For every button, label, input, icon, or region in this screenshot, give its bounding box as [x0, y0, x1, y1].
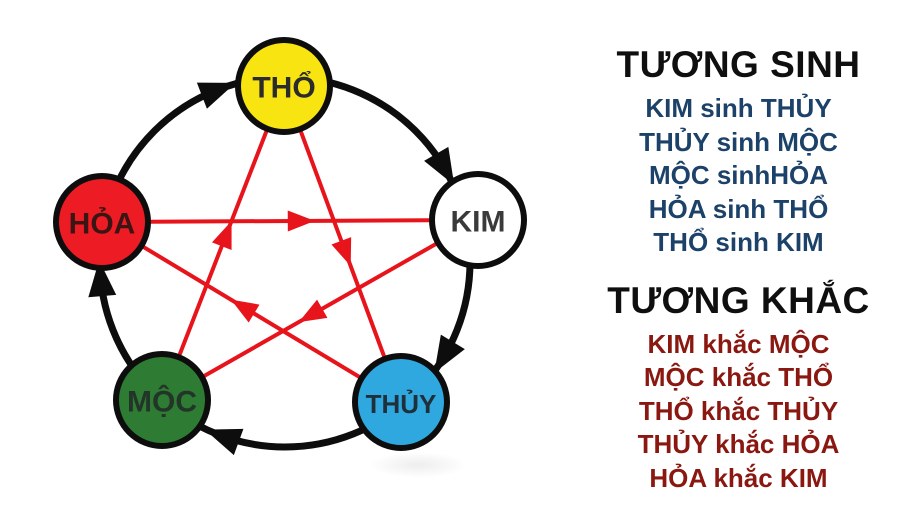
sinh-rule: HỎA sinh THỔ [648, 193, 829, 224]
khac-arrowhead-HOA-KIM [287, 210, 315, 232]
node-label-hoa: HỎA [69, 207, 136, 241]
sinh-arrowhead-to-HOA [88, 260, 117, 298]
khac-arrowhead-THUY-HOA [230, 299, 260, 323]
tuong-sinh-section: TƯƠNG SINH KIM sinh THỦY THỦY sinh MỘC M… [565, 44, 912, 260]
sinh-arrowhead-to-MOC [204, 428, 244, 456]
tuong-khac-title: TƯƠNG KHẮC [607, 279, 870, 321]
node-label-kim: KIM [451, 206, 506, 239]
sinh-arrowhead-to-THUY [434, 334, 465, 373]
sinh-rule: THỦY sinh MỘC [639, 126, 838, 157]
legend-panel: TƯƠNG SINH KIM sinh THỦY THỦY sinh MỘC M… [565, 0, 912, 513]
node-label-moc: MỘC [127, 385, 197, 419]
node-label-thuy: THỦY [366, 388, 437, 419]
tuong-khac-list: KIM khắc MỘC MỘC khắc THỔ THỔ khắc THỦY … [565, 328, 912, 496]
smudge-watermark [368, 452, 468, 478]
khac-rule: THỔ khắc THỦY [638, 395, 839, 426]
sinh-rule: THỔ sinh KIM [653, 227, 824, 257]
khac-rule: HỎA khắc KIM [649, 462, 828, 493]
khac-arrowhead-THO-THUY [331, 237, 352, 267]
khac-arrowhead-MOC-THO [211, 220, 232, 250]
khac-rule: THỦY khắc HỎA [637, 429, 840, 459]
node-label-tho: THỔ [252, 71, 315, 105]
khac-rule: KIM khắc MỘC [647, 328, 830, 359]
five-elements-diagram: THỔ KIM THỦY MỘC HỎA [53, 37, 527, 456]
tuong-sinh-title: TƯƠNG SINH [616, 44, 861, 85]
khac-rule: MỘC khắc THỔ [643, 362, 834, 392]
element-node-tho [235, 37, 333, 135]
sinh-arrowhead-to-KIM [424, 146, 455, 186]
tuong-khac-section: TƯƠNG KHẮC KIM khắc MỘC MỘC khắc THỔ THỔ… [565, 280, 912, 496]
element-node-thuy [352, 353, 450, 451]
element-node-kim [429, 171, 527, 269]
tuong-sinh-list: KIM sinh THỦY THỦY sinh MỘC MỘC sinhHỎA … [565, 92, 912, 260]
khac-arrowhead-KIM-MOC [298, 299, 328, 323]
sinh-arrowhead-to-THO [196, 82, 236, 109]
sinh-rule: KIM sinh THỦY [645, 93, 832, 123]
sinh-rule: MỘC sinhHỎA [648, 160, 829, 190]
element-node-hoa [53, 173, 151, 271]
element-node-moc [113, 351, 211, 449]
